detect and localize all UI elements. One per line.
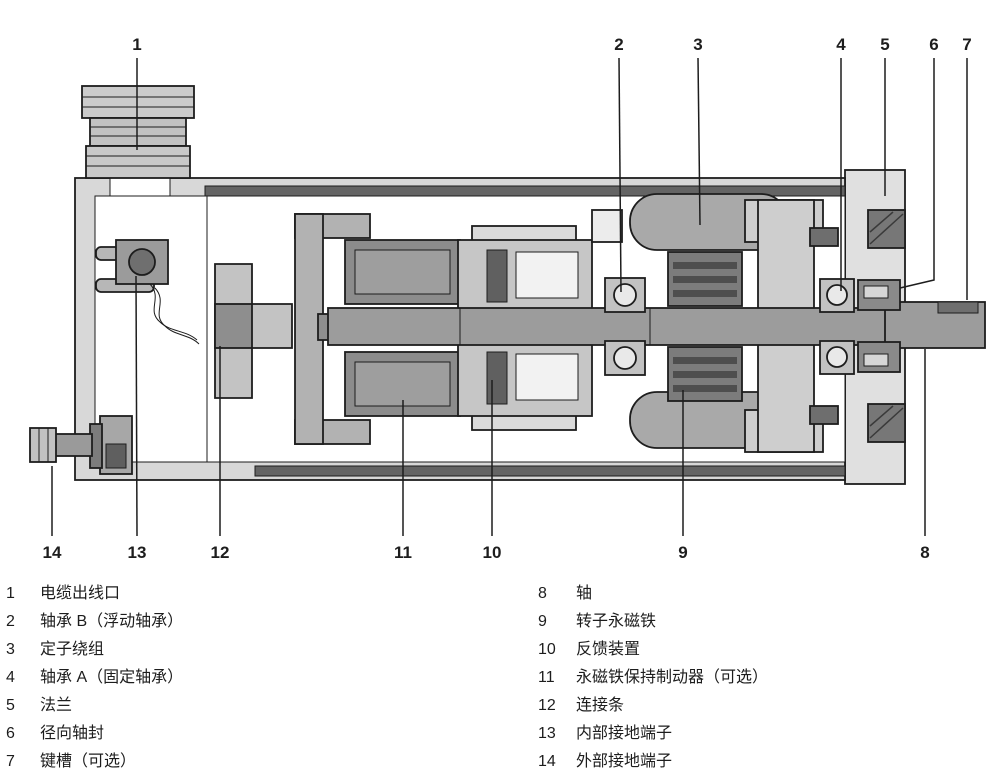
legend-item-label: 键槽（可选） [40, 753, 137, 770]
legend-item: 13 内部接地端子 [538, 724, 1001, 743]
legend-item-label: 轴承 A（固定轴承） [40, 669, 184, 686]
callout-number: 5 [880, 35, 889, 54]
legend-item-label: 外部接地端子 [576, 753, 673, 770]
legend-item-label: 轴承 B（浮动轴承） [40, 613, 184, 630]
legend-item-number: 3 [6, 641, 15, 658]
callout-number: 12 [211, 543, 230, 562]
legend-item-number: 7 [6, 753, 15, 770]
callout-number: 6 [929, 35, 938, 54]
legend-item-label: 定子绕组 [40, 641, 105, 658]
callout-number: 9 [678, 543, 687, 562]
legend-item-number: 11 [538, 669, 555, 686]
external-ground-terminal [29, 415, 133, 475]
legend-item: 1 电缆出线口 [6, 584, 538, 603]
legend-item-label: 转子永磁铁 [576, 613, 657, 630]
callout-number: 3 [693, 35, 702, 54]
callout-number: 13 [128, 543, 147, 562]
legend-item-label: 轴 [576, 585, 593, 602]
legend-item-number: 6 [6, 725, 15, 742]
radial-shaft-seal [857, 279, 901, 373]
legend-item-number: 13 [538, 725, 556, 742]
leader-line [618, 57, 622, 293]
legend-item: 6 径向轴封 [6, 724, 538, 743]
legend-item-number: 12 [538, 697, 556, 714]
callout-number: 8 [920, 543, 929, 562]
legend-item: 4 轴承 A（固定轴承） [6, 668, 538, 687]
legend-item-label: 永磁铁保持制动器（可选） [576, 669, 769, 686]
legend-item: 10 反馈装置 [538, 640, 1001, 659]
internal-ground-terminal [95, 239, 200, 345]
leader-lines [51, 57, 968, 537]
callout-number: 10 [483, 543, 502, 562]
callout-number: 7 [962, 35, 971, 54]
connecting-bar [214, 263, 293, 399]
legend-item: 12 连接条 [538, 696, 1001, 715]
cable-gland [81, 85, 195, 179]
legend-item: 11 永磁铁保持制动器（可选） [538, 668, 1001, 687]
bearing-a [819, 278, 855, 375]
legend-item-number: 1 [6, 585, 15, 602]
feedback-device [457, 225, 593, 431]
legend-item-label: 内部接地端子 [576, 725, 673, 742]
callout-number: 11 [394, 543, 412, 562]
legend-item-number: 8 [538, 585, 547, 602]
legend-item: 7 键槽（可选） [6, 752, 538, 771]
leader-line [697, 57, 701, 226]
legend-item-label: 径向轴封 [40, 725, 105, 742]
rotor-magnet-top [667, 251, 743, 307]
callout-number: 1 [132, 35, 141, 54]
legend-item: 2 轴承 B（浮动轴承） [6, 612, 538, 631]
keyway [937, 301, 979, 314]
wire-bundle [154, 287, 200, 345]
legend-item-label: 反馈装置 [576, 641, 641, 658]
bearing-b [604, 277, 646, 376]
legend-column-left: 1 电缆出线口 2 轴承 B（浮动轴承） 3 定子绕组 4 轴承 A（固定轴承） 5 法兰… [6, 584, 538, 771]
terminal-block [591, 209, 623, 243]
legend-item: 5 法兰 [6, 696, 538, 715]
legend-item-number: 5 [6, 697, 15, 714]
motor-cross-section-diagram: 1 2 3 4 5 6 7 14 13 12 11 10 9 8 [29, 35, 986, 562]
flange-fasteners [809, 209, 906, 443]
leader-line [135, 275, 138, 537]
legend-item-number: 10 [538, 641, 556, 658]
legend: 1 电缆出线口 2 轴承 B（浮动轴承） 3 定子绕组 4 轴承 A（固定轴承） 5 法兰… [0, 570, 1001, 771]
callout-number: 14 [43, 543, 62, 562]
legend-item-label: 连接条 [576, 697, 625, 714]
legend-item: 14 外部接地端子 [538, 752, 1001, 771]
legend-item-number: 2 [6, 613, 15, 630]
callout-numbers: 1 2 3 4 5 6 7 14 13 12 11 10 9 8 [43, 35, 972, 562]
legend-item-number: 9 [538, 613, 547, 630]
legend-item: 3 定子绕组 [6, 640, 538, 659]
callout-number: 4 [836, 35, 846, 54]
legend-item-number: 4 [6, 669, 15, 686]
legend-item-number: 14 [538, 753, 556, 770]
legend-item-label: 电缆出线口 [40, 585, 121, 602]
callout-number: 2 [614, 35, 623, 54]
leader-line [899, 58, 935, 289]
wire-bundle [149, 283, 198, 341]
legend-item-label: 法兰 [40, 697, 73, 714]
shaft [317, 301, 986, 349]
legend-item: 9 转子永磁铁 [538, 612, 1001, 631]
rotor-magnet-bottom [667, 346, 743, 402]
